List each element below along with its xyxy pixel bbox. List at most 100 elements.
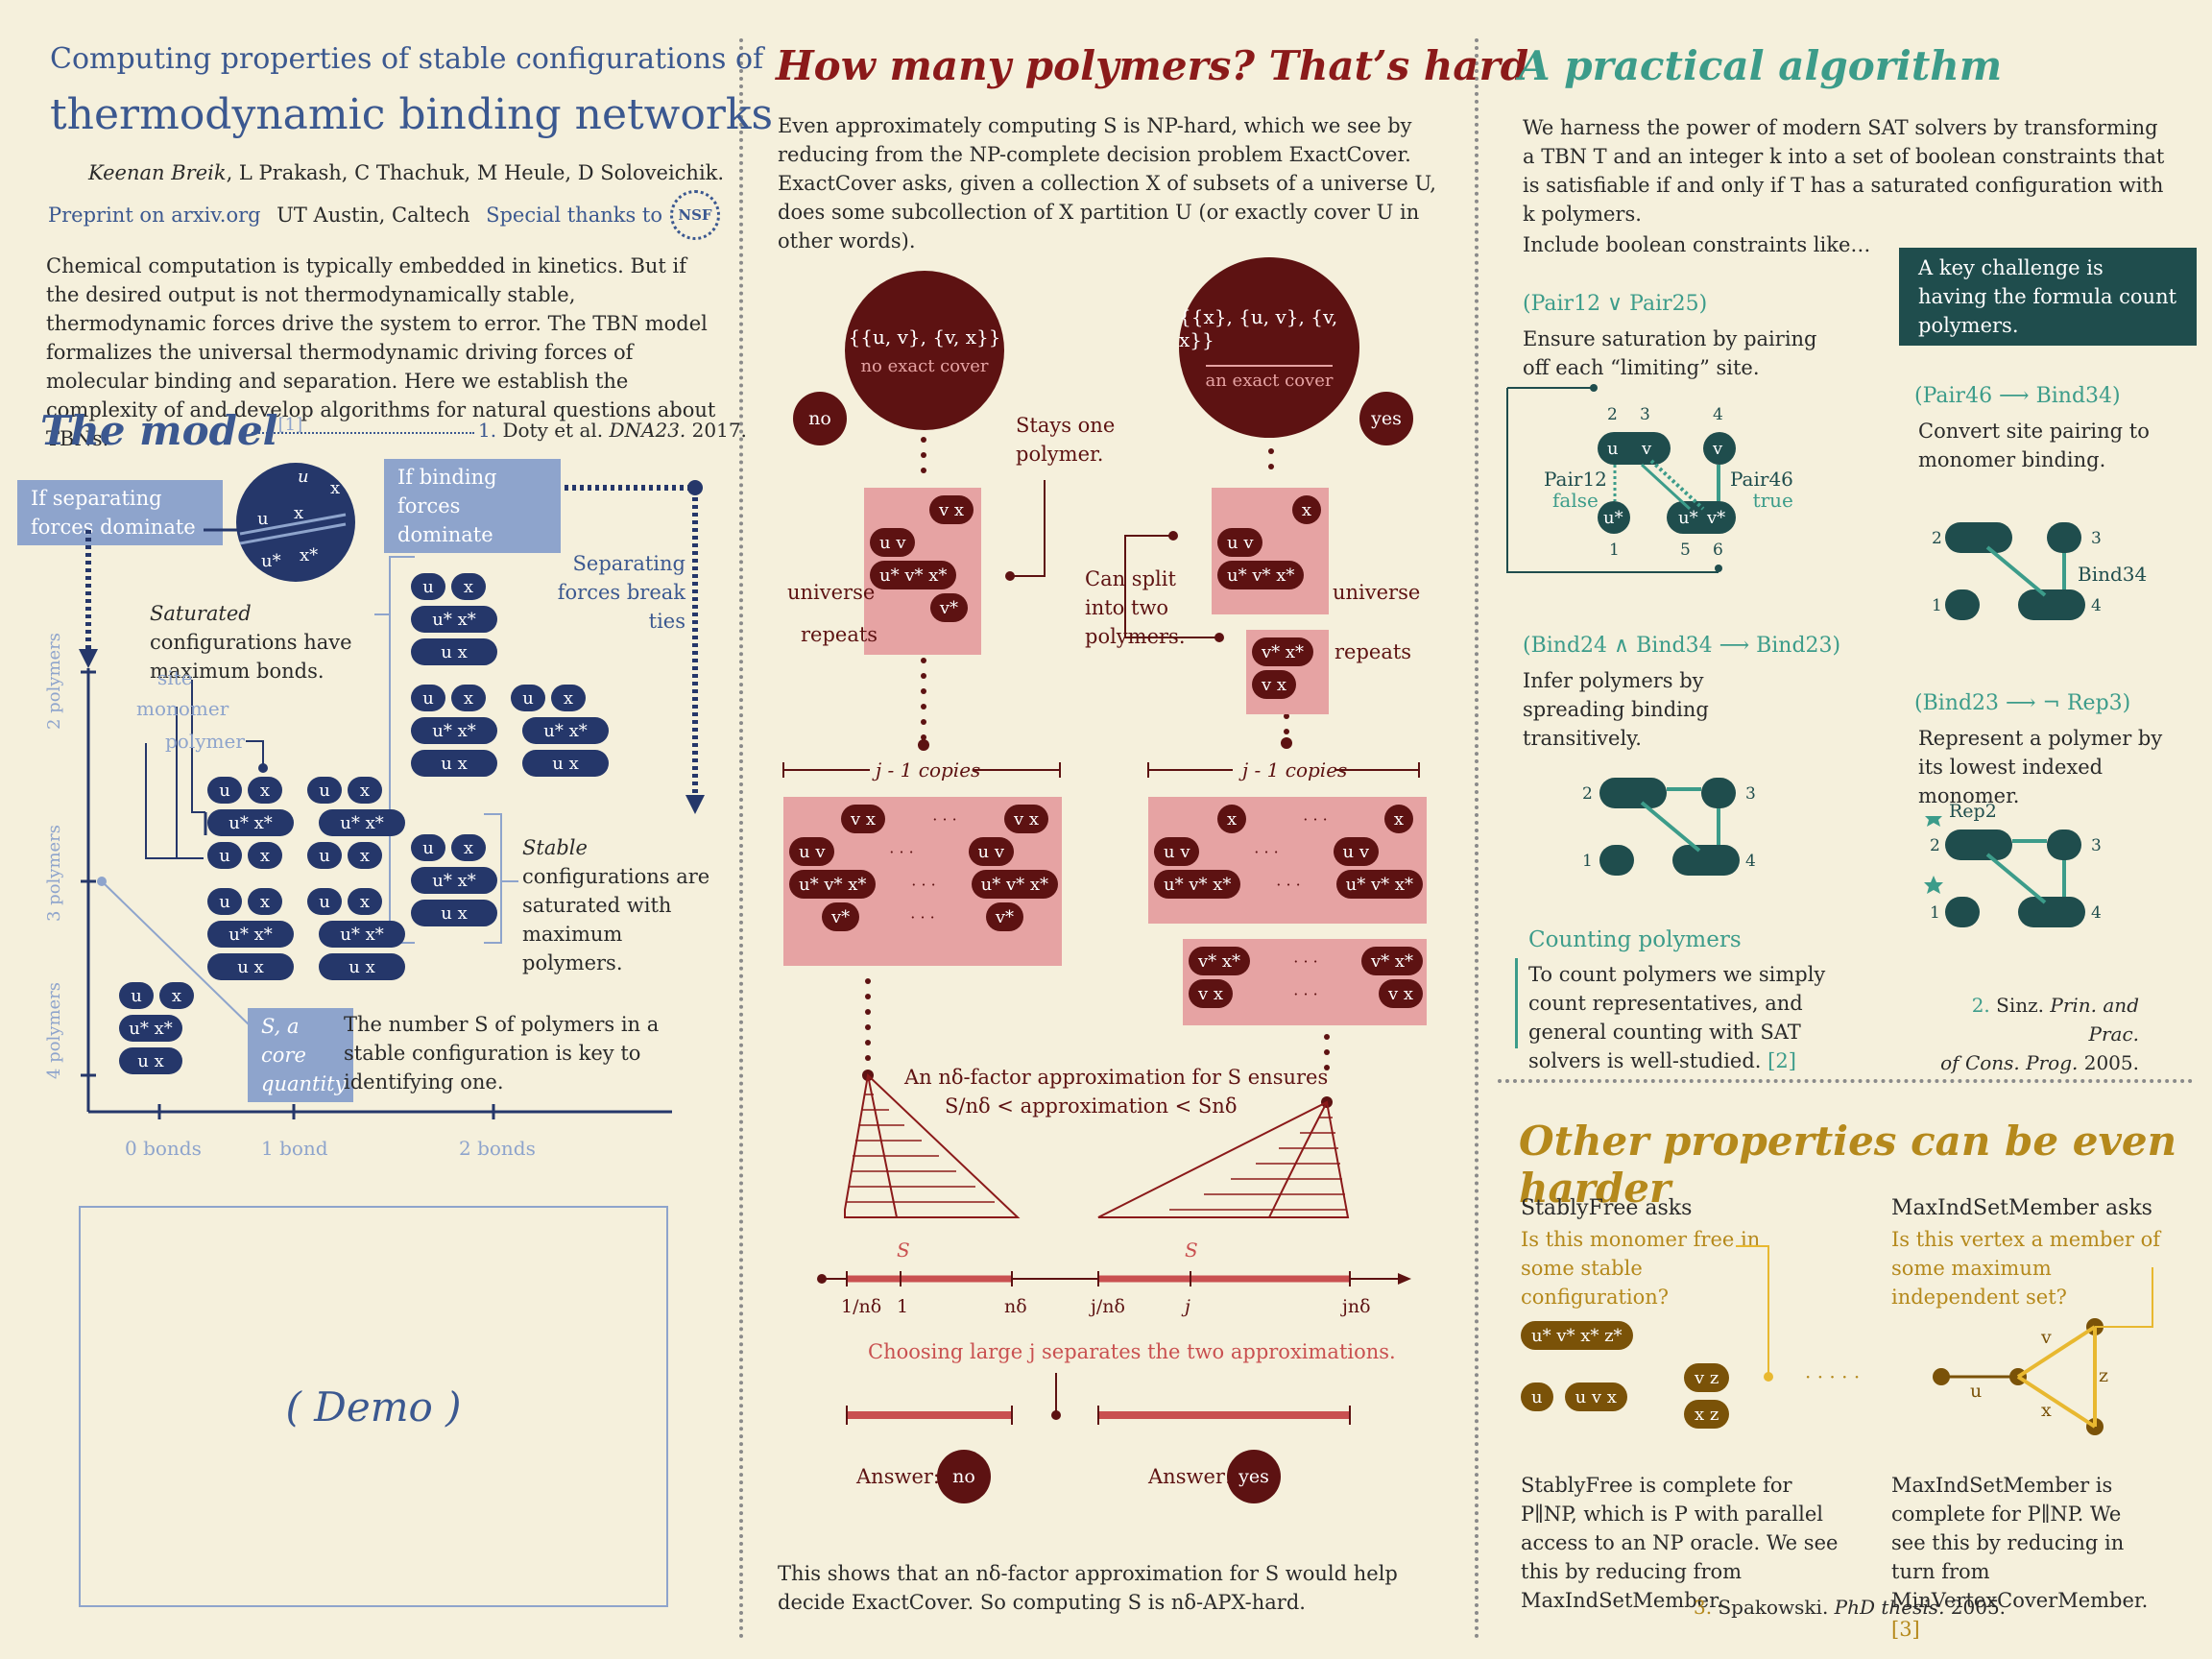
- tick-j: j: [1185, 1296, 1190, 1317]
- right-repeats-label: repeats: [1334, 640, 1412, 663]
- s-marker-left: S: [897, 1238, 910, 1262]
- intro-paragraph: Chemical computation is typically embedd…: [46, 254, 716, 450]
- nsf-logo-icon: NSF: [670, 190, 720, 240]
- other-diagram: [1736, 1245, 2153, 1435]
- model-cite-mark[interactable]: [1]: [277, 415, 303, 435]
- pairing-diagram: u v v u* u* v* 2 3 4 1 5 6: [1506, 384, 1736, 573]
- star-icon: [1925, 816, 1942, 827]
- svg-text:1: 1: [1930, 903, 1940, 923]
- svg-text:2: 2: [1607, 405, 1618, 424]
- rep2-label: Rep2: [1949, 801, 1997, 822]
- constraint-bind23-implies-not-rep3: (Bind23 ⟶ ¬ Rep3): [1914, 691, 2131, 715]
- stablyfree-text: StablyFree is complete for P∥NP, which i…: [1521, 1474, 1839, 1612]
- left-copies-monomers: v x· · ·v x u v· · ·u v u* v* x*· · ·u* …: [789, 803, 1058, 933]
- s-marker-right: S: [1185, 1238, 1198, 1262]
- constraint-pair46-implies-bind34: (Pair46 ⟶ Bind34): [1914, 384, 2121, 408]
- svg-text:x: x: [330, 478, 340, 498]
- page-title: thermodynamic binding networks: [50, 90, 774, 139]
- demo-label[interactable]: ( Demo ): [285, 1382, 462, 1431]
- left-universe-monomers: v x u v u* v* x* v*: [864, 493, 981, 624]
- svg-text:1: 1: [1932, 596, 1942, 615]
- left-set-circle: {{u, v}, {v, x}} no exact cover: [845, 271, 1004, 430]
- svg-text:4: 4: [1745, 852, 1756, 871]
- tick-jn: jnδ: [1342, 1296, 1371, 1317]
- graph-label-u: u: [1970, 1381, 1983, 1402]
- svg-text:u*: u*: [1678, 508, 1698, 528]
- cite2-mark[interactable]: [2]: [1767, 1049, 1796, 1072]
- tick-1: 1: [897, 1296, 909, 1317]
- other-heading: Other properties can be even harder: [1519, 1118, 2177, 1212]
- constraint3-text: Infer polymers by spreading binding tran…: [1523, 669, 1709, 750]
- svg-text:4: 4: [1713, 405, 1723, 424]
- hard-intro: Even approximately computing S is NP-har…: [778, 114, 1436, 252]
- constraint2-text: Convert site pairing to monomer binding.: [1918, 420, 2150, 471]
- xaxis-2-bonds: 2 bonds: [459, 1137, 536, 1160]
- mis-heading: MaxIndSetMember asks: [1891, 1196, 2152, 1220]
- bind34-label: Bind34: [2078, 563, 2148, 586]
- svg-text:x: x: [294, 503, 303, 523]
- binding-forces-box: If binding forces dominate: [384, 459, 561, 553]
- svg-text:2: 2: [1582, 784, 1593, 804]
- include-text: Include boolean constraints like…: [1523, 233, 1871, 256]
- svg-text:4: 4: [2091, 903, 2102, 923]
- label-polymer: polymer: [165, 730, 245, 753]
- preprint-link[interactable]: Preprint on arxiv.org: [48, 204, 261, 227]
- svg-text:3: 3: [1640, 405, 1650, 424]
- svg-text:6: 6: [1713, 541, 1723, 560]
- yaxis-2-polymers: 2 polymers: [44, 632, 64, 730]
- yaxis-3-polymers: 3 polymers: [44, 824, 64, 922]
- cite3-mark[interactable]: [3]: [1891, 1618, 1920, 1641]
- separating-forces-box: If separating forces dominate: [17, 480, 223, 545]
- stable-label: Stable configurations are saturated with…: [522, 836, 710, 974]
- right-copies-repeat-monomers: v* x*· · ·v* x* v x· · ·v x: [1189, 945, 1423, 1010]
- mis-question: Is this vertex a member of some maximum …: [1891, 1228, 2161, 1309]
- svg-text:4: 4: [2091, 596, 2102, 615]
- monomer-u-x: u x: [411, 638, 497, 665]
- hard-heading: How many polymers? That’s hard: [776, 42, 1529, 89]
- column-divider-right: [1475, 38, 1479, 1640]
- svg-text:1: 1: [1582, 852, 1593, 871]
- svg-text:1: 1: [1609, 541, 1620, 560]
- bind34-diagram: 2 1 3 4: [1932, 522, 2102, 620]
- counting-text: To count polymers we simply count repres…: [1528, 963, 1826, 1072]
- model-dotted-leader: [252, 432, 474, 434]
- right-universe-label: universe: [1333, 581, 1421, 604]
- svg-text:5: 5: [1680, 541, 1691, 560]
- s-core-box: S, a core quantity: [248, 1008, 353, 1102]
- tick-1-over-n: 1/nδ: [841, 1296, 882, 1317]
- svg-text:3: 3: [2091, 529, 2102, 548]
- monomer-x: x: [451, 573, 486, 600]
- constraint1-text: Ensure saturation by pairing off each “l…: [1523, 327, 1817, 379]
- lead-author: Keenan Breik: [88, 161, 227, 184]
- stablyfree-question: Is this monomer free in some stable conf…: [1521, 1228, 1761, 1309]
- svg-text:x*: x*: [300, 545, 318, 565]
- tick-n: nδ: [1004, 1296, 1027, 1317]
- xaxis-1-bond: 1 bond: [261, 1137, 328, 1160]
- svg-text:u: u: [1607, 439, 1619, 459]
- right-repeats-monomers: v* x* v x: [1246, 636, 1329, 701]
- svg-text:u: u: [298, 467, 309, 487]
- yaxis-4-polymers: 4 polymers: [44, 981, 64, 1079]
- transitive-diagram: 2 1 3 4: [1582, 778, 1756, 876]
- citation-2: 2. Sinz. Prin. and Prac.of Cons. Prog. 2…: [1940, 994, 2139, 1074]
- svg-text:v*: v*: [1706, 508, 1725, 528]
- model-diagram: u x u x u* x*: [79, 463, 705, 1119]
- right-section-divider: [1498, 1079, 2193, 1083]
- demo-panel[interactable]: ( Demo ): [79, 1206, 668, 1607]
- split-label: Can split into two polymers.: [1085, 567, 1186, 648]
- affiliation: UT Austin, Caltech: [276, 204, 470, 227]
- other-authors: , L Prakash, C Thachuk, M Heule, D Solov…: [226, 161, 725, 184]
- algo-heading: A practical algorithm: [1519, 42, 2003, 89]
- stays-label: Stays one polymer.: [1016, 414, 1116, 466]
- label-monomer: monomer: [136, 697, 229, 720]
- answer-no-label: Answer:: [856, 1465, 940, 1488]
- monomer-ustar-xstar: u* x*: [411, 606, 497, 633]
- constraint4-text: Represent a polymer by its lowest indexe…: [1918, 727, 2163, 807]
- counting-bracket: [1515, 958, 1518, 1048]
- algo-intro: We harness the power of modern SAT solve…: [1523, 116, 2165, 226]
